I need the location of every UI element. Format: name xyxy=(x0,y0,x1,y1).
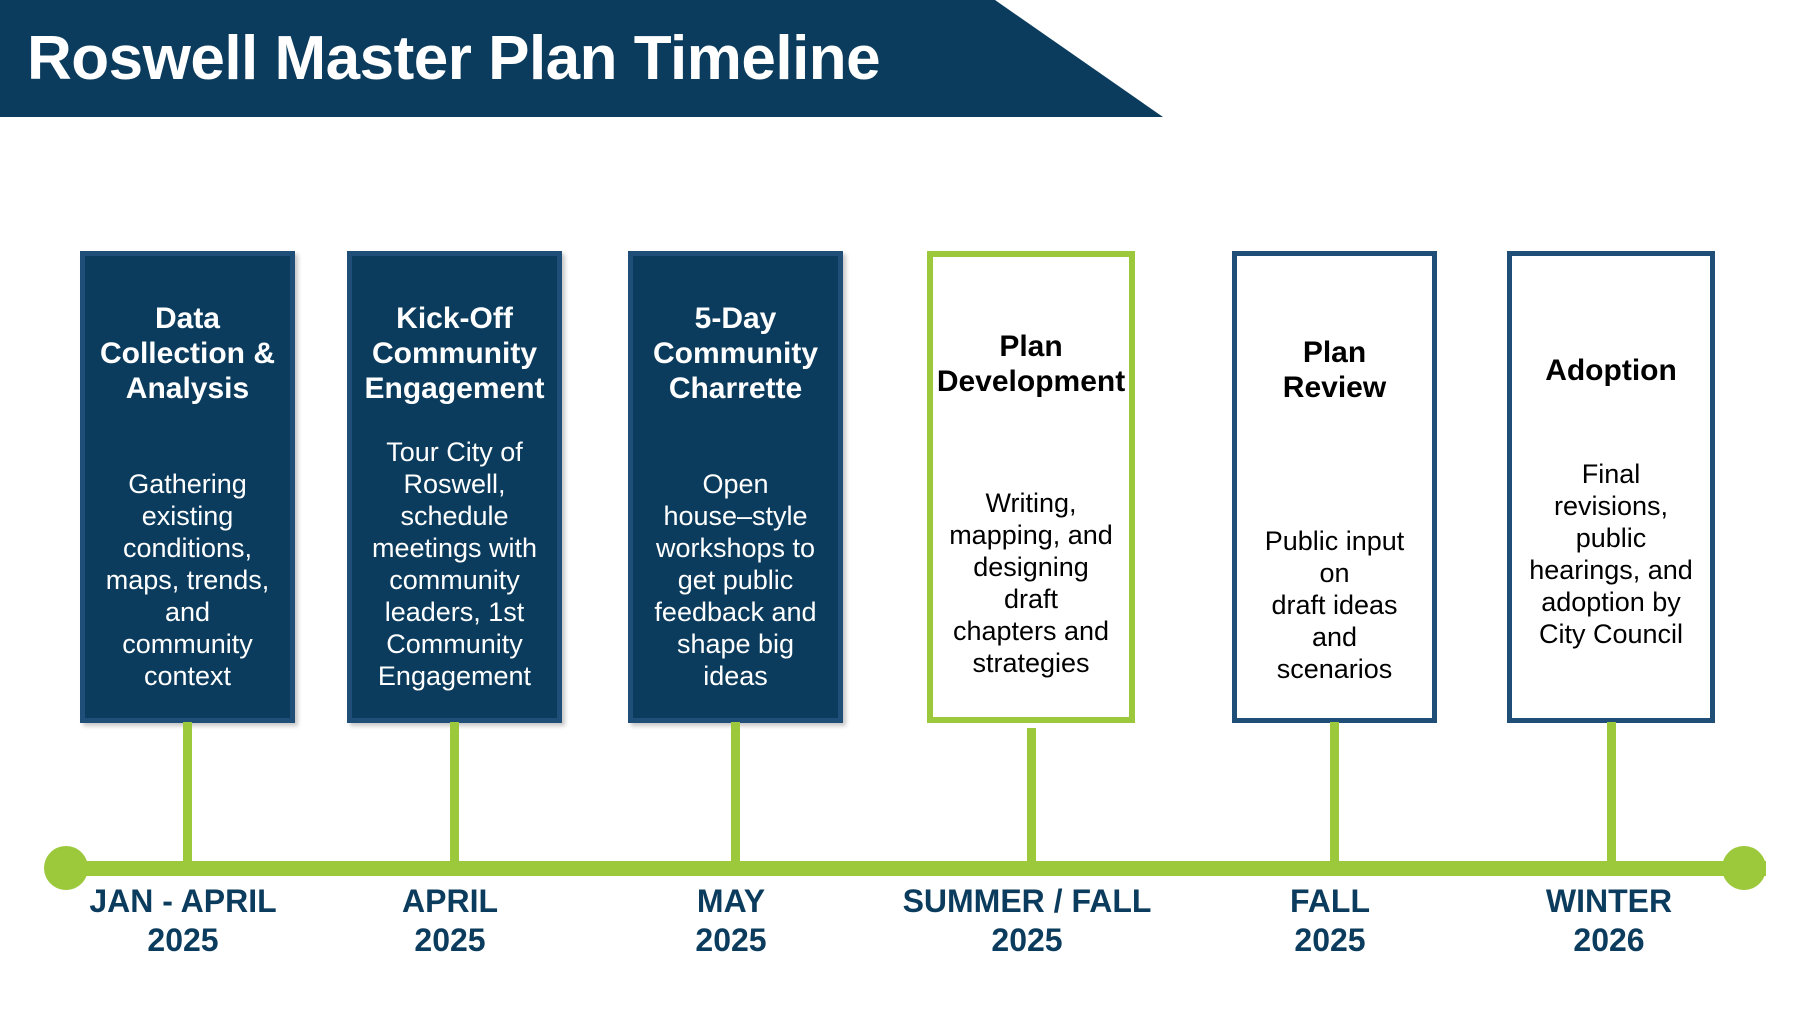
timeline-axis xyxy=(46,861,1766,876)
milestone-title: Adoption xyxy=(1545,354,1677,387)
milestone-card-3: 5-Day Community Charrette Open house–sty… xyxy=(628,251,843,723)
timeline-stem-5 xyxy=(1330,722,1339,864)
timeline-end-cap-icon xyxy=(1722,846,1766,890)
milestone-title: 5-Day Community Charrette xyxy=(653,302,818,405)
timeline-date-label-1: JAN - APRIL 2025 xyxy=(89,883,277,958)
milestone-body: Writing, mapping, and designing draft ch… xyxy=(949,488,1113,678)
header-banner: Roswell Master Plan Timeline xyxy=(0,0,1163,117)
milestone-title: Data Collection & Analysis xyxy=(99,302,275,405)
milestone-card-5: Plan Review Public input on draft ideas … xyxy=(1232,251,1437,723)
milestone-body: Open house–style workshops to get public… xyxy=(654,469,817,691)
milestone-title: Plan Development xyxy=(936,330,1126,398)
timeline-stem-6 xyxy=(1607,722,1616,864)
milestone-title: Plan Review xyxy=(1282,336,1387,404)
milestone-card-2: Kick-Off Community Engagement Tour City … xyxy=(347,251,562,723)
timeline-date-label-5: FALL 2025 xyxy=(1290,883,1370,958)
milestone-title: Kick-Off Community Engagement xyxy=(364,302,545,405)
timeline-date-label-2: APRIL 2025 xyxy=(402,883,498,958)
milestone-body: Tour City of Roswell, schedule meetings … xyxy=(371,437,538,691)
timeline-stem-4 xyxy=(1027,728,1036,864)
page-title: Roswell Master Plan Timeline xyxy=(27,24,881,93)
milestone-body: Public input on draft ideas and scenario… xyxy=(1264,526,1405,684)
milestone-body: Gathering existing conditions, maps, tre… xyxy=(105,469,270,691)
milestone-card-1: Data Collection & Analysis Gathering exi… xyxy=(80,251,295,723)
timeline-date-label-4: SUMMER / FALL 2025 xyxy=(902,883,1152,958)
milestone-body: Final revisions, public hearings, and ad… xyxy=(1529,459,1693,649)
timeline-date-label-6: WINTER 2026 xyxy=(1545,883,1673,958)
timeline-stem-2 xyxy=(450,722,459,864)
timeline-start-cap-icon xyxy=(44,846,88,890)
timeline-stem-3 xyxy=(731,722,740,864)
timeline-stem-1 xyxy=(183,722,192,864)
timeline-date-label-3: MAY 2025 xyxy=(695,883,767,958)
milestone-card-4: Plan Development Writing, mapping, and d… xyxy=(927,251,1135,723)
milestone-card-6: Adoption Final revisions, public hearing… xyxy=(1507,251,1715,723)
